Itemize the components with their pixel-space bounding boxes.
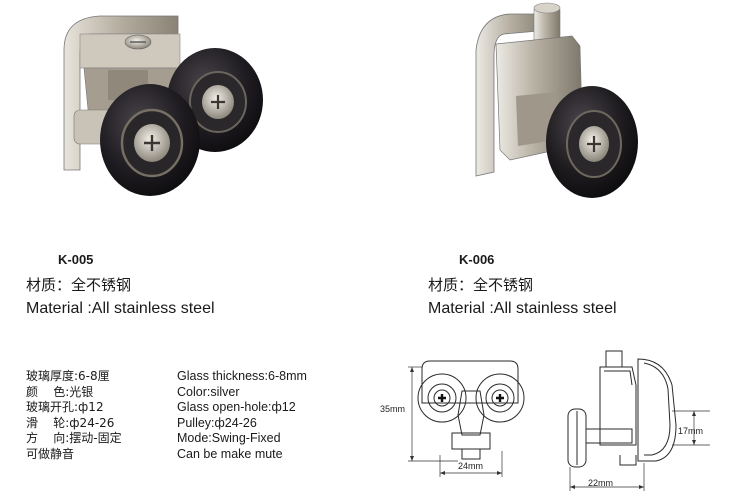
material-en-k006: Material :All stainless steel bbox=[428, 300, 617, 317]
spec-cn-mode: 方 向:摆动-固定 bbox=[26, 431, 122, 446]
dim-width-label: 24mm bbox=[458, 461, 484, 471]
spec-en-pulley: Pulley:ф24-26 bbox=[177, 415, 257, 430]
product-photo-k005 bbox=[63, 15, 263, 196]
spec-en-mute: Can be make mute bbox=[177, 446, 283, 461]
spec-list-cn: 玻璃厚度:6-8厘 颜 色:光银 玻璃开孔:ф12 滑 轮:ф24-26 方 向… bbox=[26, 369, 122, 463]
spec-en-color: Color:silver bbox=[177, 384, 240, 399]
dim-side-height-label: 17mm bbox=[678, 426, 704, 436]
spec-en-glass-thickness: Glass thickness:6-8mm bbox=[177, 369, 307, 383]
front-view-drawing bbox=[408, 360, 525, 477]
material-cn-k005: 材质：全不锈钢 bbox=[26, 276, 132, 294]
spec-cn-pulley: 滑 轮:ф24-26 bbox=[26, 415, 115, 430]
spec-cn-mute: 可做静音 bbox=[26, 446, 75, 461]
spec-cn-glass-thickness: 玻璃厚度:6-8厘 bbox=[26, 369, 110, 383]
side-view-drawing bbox=[567, 350, 710, 491]
spec-cn-glass-hole: 玻璃开孔:ф12 bbox=[26, 400, 104, 415]
spec-en-glass-hole: Glass open-hole:ф12 bbox=[177, 400, 296, 415]
material-cn-k006: 材质：全不锈钢 bbox=[428, 276, 534, 294]
product-photo-k006 bbox=[475, 2, 638, 198]
material-en-k005: Material :All stainless steel bbox=[26, 300, 215, 317]
dim-height-label: 35mm bbox=[380, 404, 406, 414]
spec-cn-color: 颜 色:光银 bbox=[26, 384, 94, 399]
dim-depth-label: 22mm bbox=[588, 478, 614, 488]
spec-list-en: Glass thickness:6-8mm Color:silver Glass… bbox=[177, 369, 307, 463]
spec-en-mode: Mode:Swing-Fixed bbox=[177, 431, 281, 446]
product-code-k005: K-005 bbox=[58, 252, 94, 267]
product-code-k006: K-006 bbox=[459, 252, 495, 267]
